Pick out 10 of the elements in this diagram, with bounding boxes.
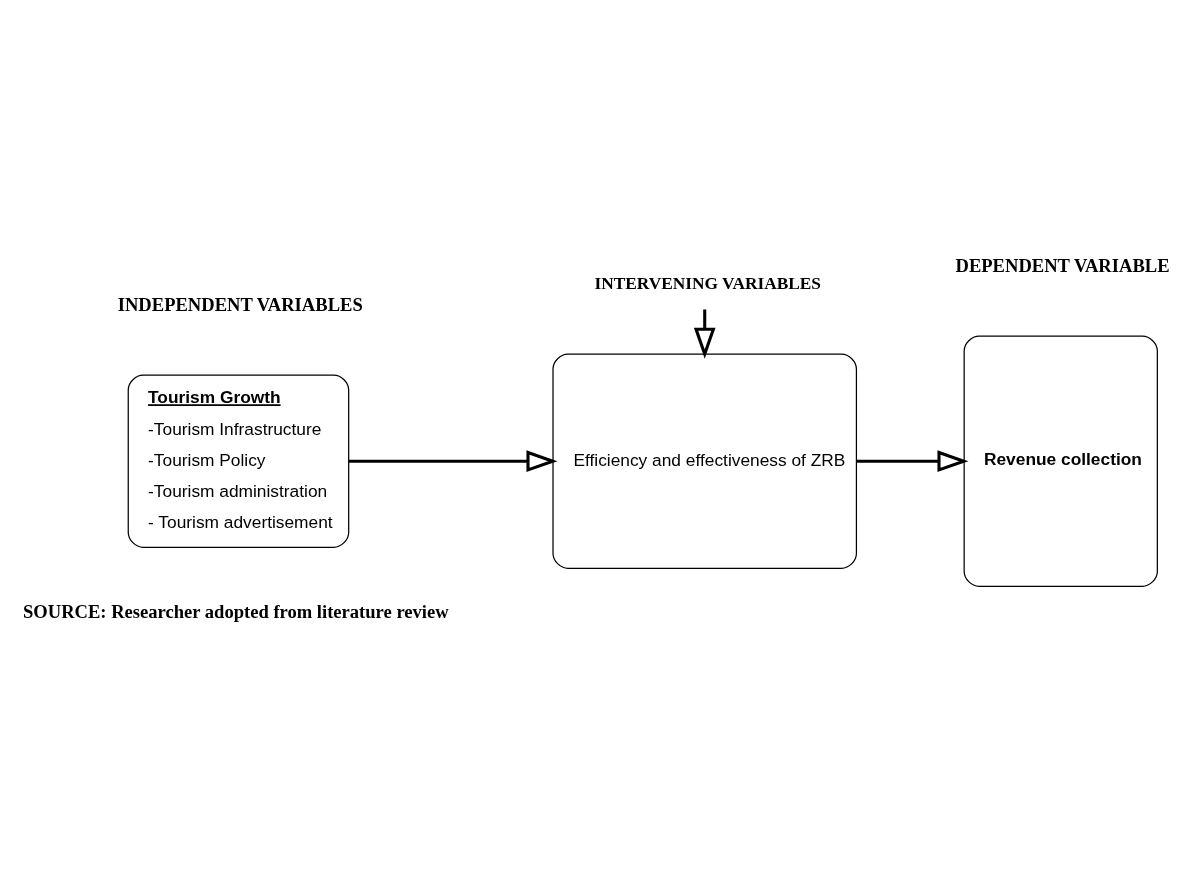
node-box: Efficiency and effectiveness of ZRB (552, 353, 858, 569)
node-text: INTERVENING VARIABLES (594, 274, 821, 294)
arrow (856, 450, 969, 473)
label: DEPENDENT VARIABLE (955, 255, 1170, 277)
label: SOURCE: Researcher adopted from literature review (22, 600, 449, 622)
node-box: Tourism Growth -Tourism Infrastructure -Tourism Policy -Tourism administration - Tourism advertisement (127, 374, 350, 548)
arrow (349, 450, 558, 473)
label: INDEPENDENT VARIABLES (117, 293, 363, 315)
node-box: Revenue collection (963, 335, 1158, 587)
arrow (693, 309, 716, 359)
